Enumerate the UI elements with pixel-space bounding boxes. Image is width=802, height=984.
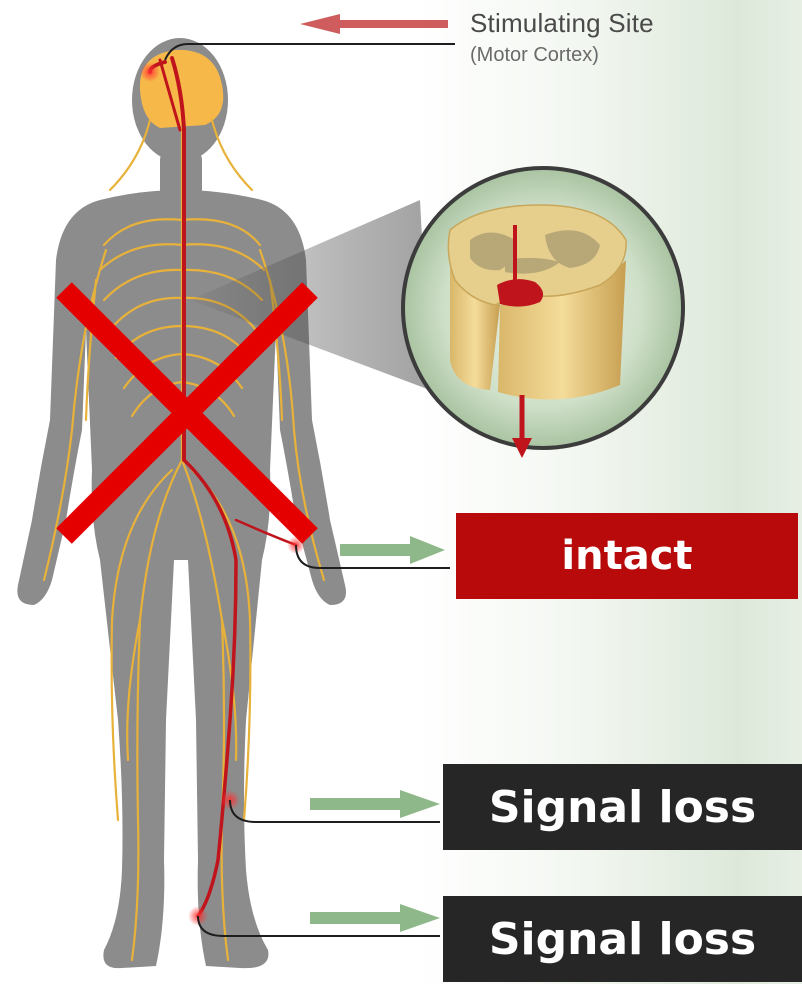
signal-loss-label-foot: Signal loss (443, 896, 802, 982)
right-arrow-icon (340, 536, 445, 564)
signal-loss-label-knee: Signal loss (443, 764, 802, 850)
right-arrow-icon (310, 904, 440, 932)
spinal-cord-inset (403, 168, 683, 458)
stimulating-site-title: Stimulating Site (470, 8, 654, 39)
left-arrow-icon (300, 14, 448, 34)
response-indicator-knee (230, 790, 440, 822)
stimulating-site-subtitle: (Motor Cortex) (470, 44, 599, 67)
right-arrow-icon (310, 790, 440, 818)
intact-label: intact (456, 513, 798, 599)
